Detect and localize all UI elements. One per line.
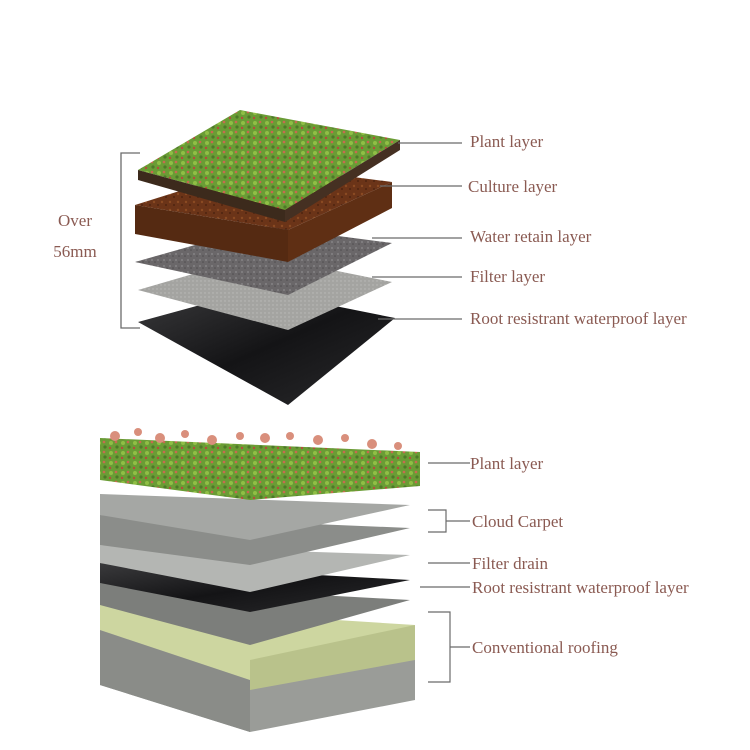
top-leader-lines (372, 142, 462, 320)
top-water-retain-layer (135, 226, 392, 295)
bottom-label-conventional-roofing: Conventional roofing (472, 638, 618, 657)
bottom-label-filter-drain: Filter drain (472, 554, 549, 573)
bottom-roof-grey-layer (100, 583, 410, 645)
bottom-filter-drain-layer (100, 545, 410, 592)
top-label-filter: Filter layer (470, 267, 546, 286)
bottom-cloud-carpet-layer-1 (100, 494, 410, 540)
bottom-label-plant: Plant layer (470, 454, 544, 473)
top-label-water-retain: Water retain layer (470, 227, 592, 246)
bottom-label-waterproof: Root resistrant waterproof layer (472, 578, 689, 597)
top-label-plant: Plant layer (470, 132, 544, 151)
bottom-plant-layer (100, 438, 420, 500)
bottom-leader-lines (420, 462, 470, 683)
thickness-note-line2: 56mm (53, 242, 97, 261)
top-waterproof-layer (138, 290, 395, 405)
top-label-waterproof: Root resistrant waterproof layer (470, 309, 687, 328)
bottom-flowers (110, 428, 402, 450)
thickness-bracket (120, 152, 140, 329)
top-label-culture: Culture layer (468, 177, 558, 196)
bottom-label-cloud-carpet: Cloud Carpet (472, 512, 564, 531)
thickness-note-line1: Over (58, 211, 92, 230)
top-plant-layer (138, 110, 400, 210)
thickness-note: Over 56mm (45, 205, 105, 267)
